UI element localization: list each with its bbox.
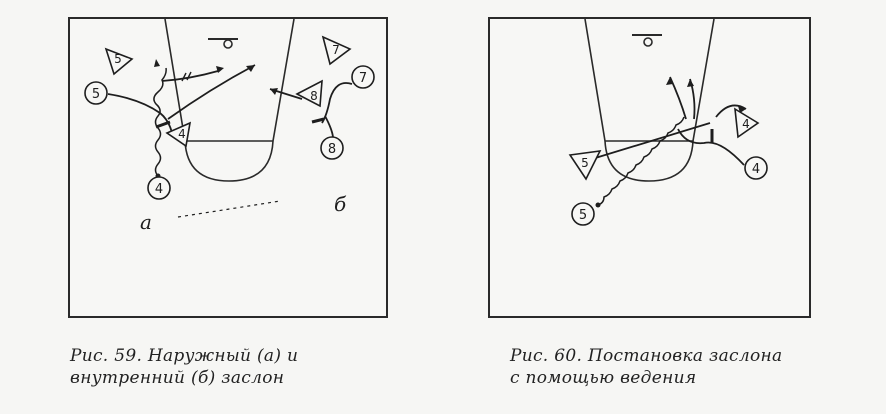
defender-7-triangle xyxy=(321,35,352,66)
attacker-5-number: 5 xyxy=(92,87,100,102)
court-60-drawing: 5 4 5 4 xyxy=(568,19,768,226)
cut-path-5 xyxy=(107,93,174,138)
lane-right-line xyxy=(692,19,715,142)
cut-path-7 xyxy=(321,82,353,124)
arrowhead-dribble xyxy=(154,59,160,67)
defender-4-number: 4 xyxy=(742,117,750,131)
dribble-path-5 xyxy=(597,116,685,206)
attacker-7-circle xyxy=(351,65,375,89)
attacker-5-circle xyxy=(571,202,595,226)
pass-tick-1 xyxy=(181,72,187,82)
defender-5-triangle xyxy=(568,150,602,181)
label-b: б xyxy=(334,192,347,216)
dotted-connector xyxy=(177,200,281,218)
rim xyxy=(223,39,233,49)
arrowhead-cut xyxy=(246,65,255,72)
court-diagram-59: 5 4 7 8 5 4 7 8 а б xyxy=(68,17,388,318)
pass-line xyxy=(161,70,219,82)
pass-tick-2 xyxy=(186,71,192,81)
screen-mark-b xyxy=(311,117,325,124)
free-throw-circle xyxy=(184,140,274,182)
dribble-path-4 xyxy=(153,67,167,177)
dribble-start-dot xyxy=(595,202,601,208)
arrowhead-pass xyxy=(216,66,224,73)
arrowhead-cut-b xyxy=(270,88,278,95)
attacker-5-circle xyxy=(84,81,108,105)
defender-7-number: 7 xyxy=(332,43,340,57)
figure-60-caption-line-1: Рис. 60. Постановка заслона xyxy=(510,346,783,366)
defender-8-number: 8 xyxy=(310,89,318,103)
figure-60-caption: Рис. 60. Постановка заслона с помощью ве… xyxy=(510,345,850,389)
figure-59-caption: Рис. 59. Наружный (а) и внутренний (б) з… xyxy=(70,345,410,389)
defender-5-path xyxy=(591,122,711,160)
defender-4-triangle xyxy=(734,107,760,139)
attacker-7-number: 7 xyxy=(359,71,367,86)
court-59-drawing: 5 4 7 8 5 4 7 8 а б xyxy=(84,19,375,234)
cut-arrow-1 xyxy=(669,76,687,120)
arrowhead-2 xyxy=(687,79,694,87)
cut-path-4 xyxy=(677,128,745,166)
defender-5-number: 5 xyxy=(581,156,589,170)
attacker-4-number: 4 xyxy=(155,182,163,197)
label-a: а xyxy=(140,210,152,234)
figure-59-caption-line-2: внутренний (б) заслон xyxy=(70,368,285,388)
attacker-4-circle xyxy=(147,176,171,200)
screen-mark-a xyxy=(155,120,171,129)
screen-link-b xyxy=(324,115,334,138)
defender-4-number: 4 xyxy=(178,127,186,141)
attacker-5-number: 5 xyxy=(579,208,587,223)
cut-arrow xyxy=(167,64,256,120)
attacker-8-number: 8 xyxy=(328,142,336,157)
court-diagram-60: 5 4 5 4 xyxy=(488,17,811,318)
lane-right-line xyxy=(272,19,295,142)
rim xyxy=(643,37,653,47)
defender-5-number: 5 xyxy=(114,52,122,66)
defender-5-triangle xyxy=(104,47,134,76)
free-throw-circle xyxy=(604,140,694,182)
defender-4-triangle xyxy=(165,121,192,148)
attacker-4-circle xyxy=(744,156,768,180)
attacker-8-circle xyxy=(320,136,344,160)
lane-left-line xyxy=(584,19,606,142)
defender-8-triangle xyxy=(295,79,323,108)
arrowhead-1 xyxy=(666,77,673,85)
attacker-4-number: 4 xyxy=(752,162,760,177)
figure-59-caption-line-1: Рис. 59. Наружный (а) и xyxy=(70,346,299,366)
defender-4-loop xyxy=(715,104,747,118)
figure-60-caption-line-2: с помощью ведения xyxy=(510,368,697,388)
